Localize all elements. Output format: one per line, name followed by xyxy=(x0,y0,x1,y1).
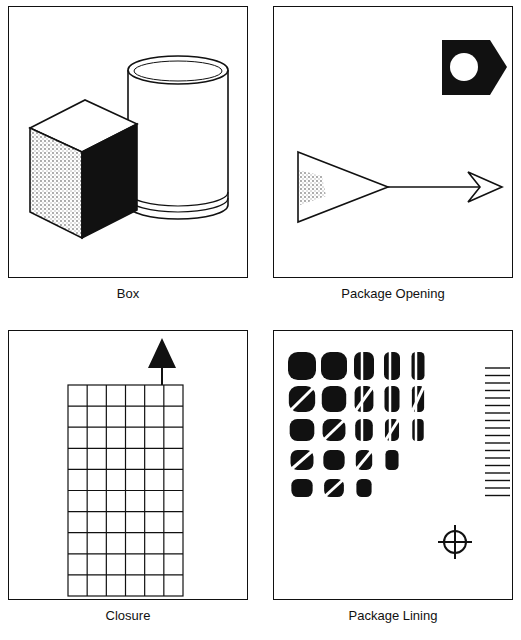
panel-frame xyxy=(273,6,513,278)
panel-caption: Box xyxy=(8,286,248,302)
package-opening-illustration xyxy=(298,40,507,222)
panel-frame xyxy=(273,330,513,600)
panel: Package Opening xyxy=(273,6,513,302)
package-lining-illustration xyxy=(288,351,510,559)
panel: Box xyxy=(8,6,248,302)
panel: Package Lining xyxy=(273,330,513,624)
panel-frame xyxy=(8,6,248,278)
box-illustration xyxy=(30,56,228,238)
panel-caption: Closure xyxy=(8,608,248,624)
panel-caption: Package Lining xyxy=(273,608,513,624)
panel-frame xyxy=(8,330,248,600)
panel-caption: Package Opening xyxy=(273,286,513,302)
closure-illustration xyxy=(68,338,183,596)
panel: Closure xyxy=(8,330,248,624)
